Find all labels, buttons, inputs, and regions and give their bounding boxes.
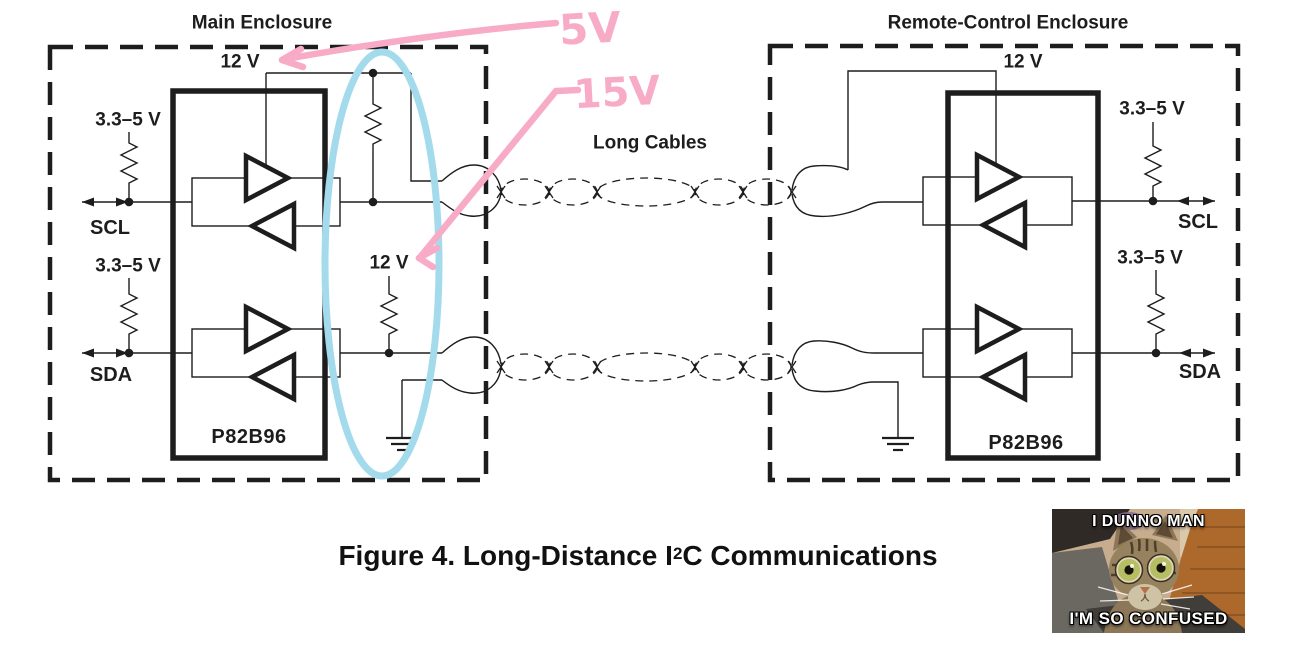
meme-top-text: I DUNNO MAN [1092,513,1205,530]
chip-label-remote: P82B96 [988,432,1064,454]
cat-nose [1140,587,1150,594]
cat-whiskers [1097,584,1195,610]
cable-x-marks-scl [496,185,797,199]
caption-superscript: 2 [672,544,683,563]
buffer-out-remote-sda [974,303,1024,355]
supply-label-remote: 12 V [1003,51,1043,73]
chip-box-main [170,88,328,461]
bus-label-main-scl: SCL [90,217,130,239]
remote-enclosure-border [767,43,1241,483]
annotation-arrow-5v [278,19,560,71]
caption-text: Figure 4. Long-Distance I [338,540,673,571]
bus-label-remote-sda: SDA [1178,361,1222,383]
resistor-remote-sda-pullup [1146,270,1166,353]
buffer-out-remote-scl [974,151,1024,203]
annotation-arrow-15v [415,86,582,271]
handwritten-15v-annotation: 15V [572,67,662,119]
twisted-pair-sda [441,336,923,437]
remote-sda-wiring [1072,270,1215,354]
buffer-in-remote-scl [978,199,1028,251]
pullup-label-main-scl: 3.3–5 V [95,109,161,131]
cat-eyes [1114,553,1176,585]
junction-dots [124,68,1161,358]
ground-symbol-remote [882,436,914,452]
resistor-main-scl-pullup [119,132,139,202]
cable-x-marks-sda [496,360,797,374]
buffer-in-main-scl [247,200,297,252]
long-cables-label: Long Cables [592,132,708,154]
resistor-main-12v-scl [363,73,383,202]
twisted-pair-scl [441,70,997,218]
handwritten-5v-annotation: 5V [557,2,623,55]
buffer-out-main-sda [243,303,293,355]
buffer-in-main-sda [247,351,297,403]
pullup-label-remote-sda: 3.3–5 V [1117,247,1183,269]
cat-photo [1052,509,1245,633]
remote-enclosure-title: Remote-Control Enclosure [887,12,1129,34]
pullup-label-remote-scl: 3.3–5 V [1119,98,1185,120]
bus-label-main-sda: SDA [89,364,133,386]
resistor-remote-scl-pullup [1143,122,1163,201]
supply-label-main-sda: 12 V [369,252,409,274]
supply-label-main-scl: 12 V [220,51,260,73]
bus-label-remote-scl: SCL [1178,211,1218,233]
buffer-in-remote-sda [978,351,1028,403]
meme-bottom-text: I'M SO CONFUSED [1069,609,1228,628]
resistor-main-12v-sda [379,276,399,353]
buffer-out-main-scl [243,152,293,204]
caption-text-end: C Communications [682,540,938,571]
main-enclosure-title: Main Enclosure [191,12,333,34]
resistor-main-sda-pullup [119,278,139,353]
pullup-label-main-sda: 3.3–5 V [95,255,161,277]
main-enclosure-border [47,44,489,483]
cat-head [1109,538,1179,600]
bus-arrowheads [82,196,1215,358]
chip-label-main: P82B96 [211,426,287,448]
highlight-ellipse-annotation [321,48,443,480]
remote-scl-wiring [1072,122,1215,202]
chip-box-remote [945,90,1101,461]
figure-caption: Figure 4. Long-Distance I2C Communicatio… [338,540,937,572]
confused-cat-meme: I DUNNO MAN I'M SO CONFUSED [1052,509,1245,633]
